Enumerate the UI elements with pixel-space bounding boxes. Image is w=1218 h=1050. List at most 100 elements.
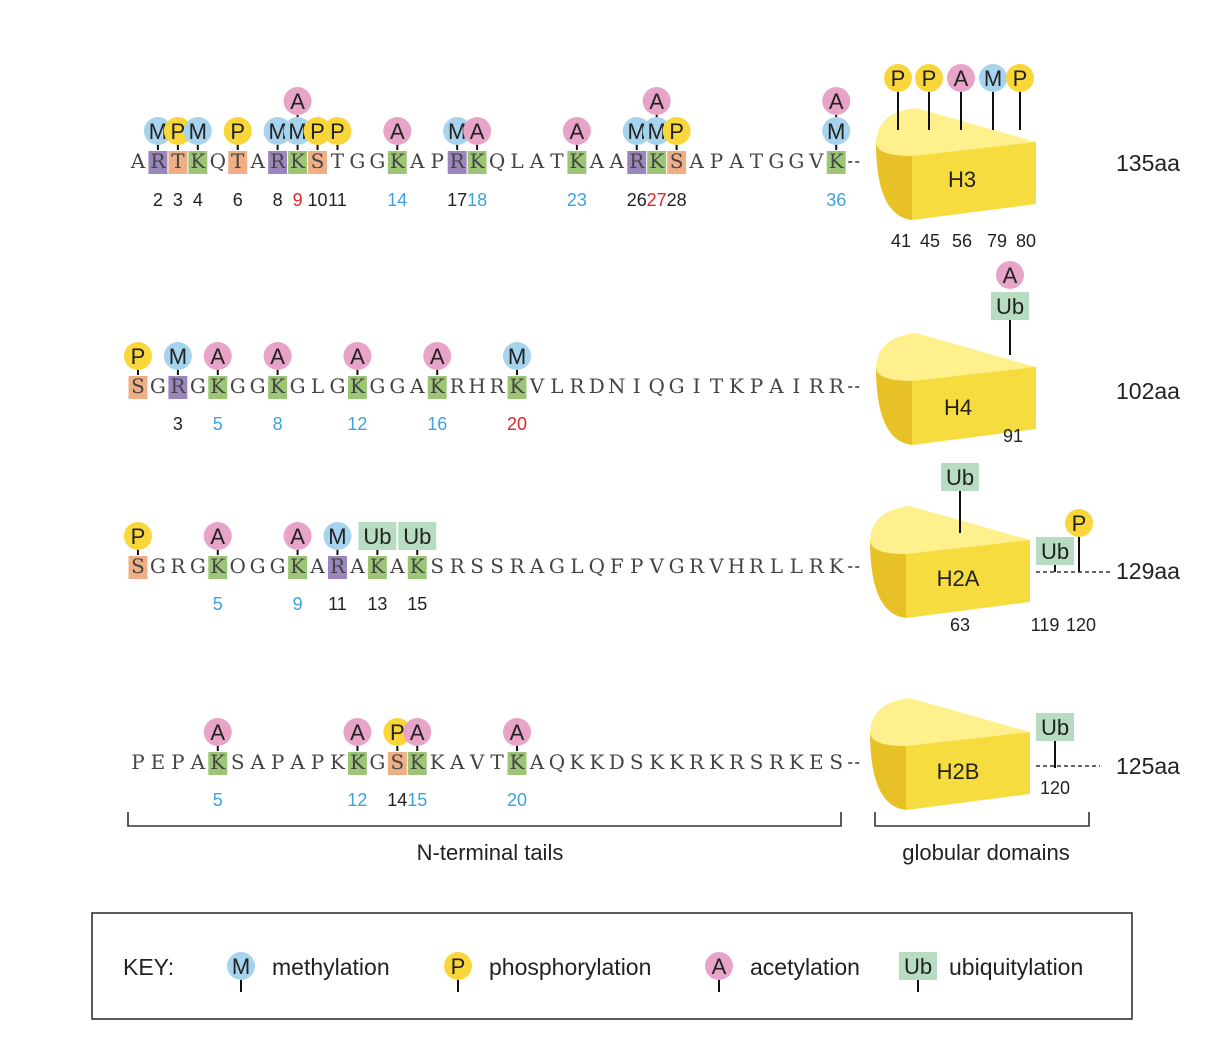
residue: Q — [549, 750, 565, 774]
modified-residue — [447, 151, 467, 174]
residue-number: 9 — [293, 594, 303, 614]
svg-text:P: P — [131, 524, 146, 549]
svg-text:M: M — [149, 119, 167, 144]
residue: R — [689, 750, 705, 774]
residue: H — [468, 374, 485, 398]
residue: K — [510, 374, 526, 398]
methyl-mark: M — [503, 342, 532, 370]
residue: G — [349, 149, 365, 173]
modified-residue — [168, 151, 188, 174]
acetyl-mark: A — [283, 87, 312, 115]
svg-text:M: M — [169, 344, 187, 369]
residue: A — [190, 750, 206, 774]
residue: K — [789, 750, 805, 774]
residue-number: 26 — [627, 190, 647, 210]
residue: K — [350, 374, 366, 398]
residue: R — [809, 374, 825, 398]
residue: R — [569, 374, 585, 398]
residue: T — [490, 750, 504, 774]
svg-text:A: A — [829, 89, 844, 114]
modified-residue — [507, 376, 527, 399]
modified-residue — [228, 151, 248, 174]
residue: K — [210, 750, 226, 774]
residue: G — [669, 554, 685, 578]
acetyl-mark: A — [642, 87, 671, 115]
residue-number: 15 — [407, 790, 427, 810]
svg-text:M: M — [628, 119, 646, 144]
residue: A — [688, 149, 704, 173]
methyl-mark: M — [323, 522, 352, 550]
residue: A — [349, 554, 365, 578]
svg-text:A: A — [270, 344, 285, 369]
key-item-label: phosphorylation — [489, 954, 651, 980]
residue: V — [529, 374, 545, 398]
residue-number: 3 — [173, 190, 183, 210]
acetyl-mark: A — [203, 342, 232, 370]
residue: S — [231, 750, 245, 774]
phospho-mark: P — [123, 522, 152, 550]
svg-text:P: P — [131, 344, 146, 369]
residue-number: 14 — [387, 190, 407, 210]
residue: A — [409, 149, 425, 173]
residue: A — [389, 554, 405, 578]
residue: G — [389, 374, 405, 398]
svg-text:P: P — [669, 119, 684, 144]
residue: R — [330, 554, 346, 578]
svg-text:M: M — [448, 119, 466, 144]
modified-residue — [647, 151, 667, 174]
residue: P — [131, 750, 144, 774]
residue: P — [171, 750, 184, 774]
ubiquityl-mark: Ub — [398, 522, 437, 550]
residue: S — [490, 554, 504, 578]
residue: A — [609, 149, 625, 173]
modified-residue — [308, 151, 327, 174]
modified-residue — [667, 151, 687, 174]
residue: L — [570, 554, 583, 578]
svg-text:P: P — [330, 119, 345, 144]
residue: K — [290, 554, 306, 578]
phospho-mark: P — [915, 64, 943, 92]
residue: K — [589, 750, 605, 774]
svg-text:M: M — [268, 119, 286, 144]
residue-number: 10 — [308, 190, 328, 210]
residue-number: 5 — [213, 414, 223, 434]
modified-residue — [128, 556, 148, 579]
modified-residue — [168, 376, 188, 399]
residue-number: 20 — [507, 414, 527, 434]
residue: A — [529, 554, 545, 578]
residue: G — [549, 554, 565, 578]
residue-number: 4 — [193, 190, 203, 210]
ubiquityl-mark: Ub — [1036, 713, 1074, 741]
svg-text:Ub: Ub — [996, 294, 1024, 319]
residue: S — [390, 750, 404, 774]
methyl-mark: M — [163, 342, 192, 370]
residue: K — [829, 554, 845, 578]
residue: A — [449, 750, 465, 774]
svg-text:A: A — [954, 66, 969, 91]
residue: G — [369, 750, 385, 774]
acetyl-mark: A — [403, 718, 432, 746]
domain-modifications: UbA — [991, 261, 1029, 355]
residue: K — [290, 149, 306, 173]
residue: A — [529, 149, 545, 173]
methyl-mark: M — [183, 117, 212, 145]
residue: K — [430, 374, 446, 398]
phospho-mark: P — [123, 342, 152, 370]
residue: R — [490, 374, 506, 398]
tails-bracket: N-terminal tails — [127, 812, 842, 865]
svg-text:M: M — [189, 119, 207, 144]
phospho-mark: P — [323, 117, 352, 145]
domain-label: H2B — [937, 759, 980, 784]
residue: G — [788, 149, 804, 173]
phospho-mark: P — [1065, 509, 1093, 537]
phospho-mark: P — [303, 117, 332, 145]
residue: R — [749, 554, 765, 578]
